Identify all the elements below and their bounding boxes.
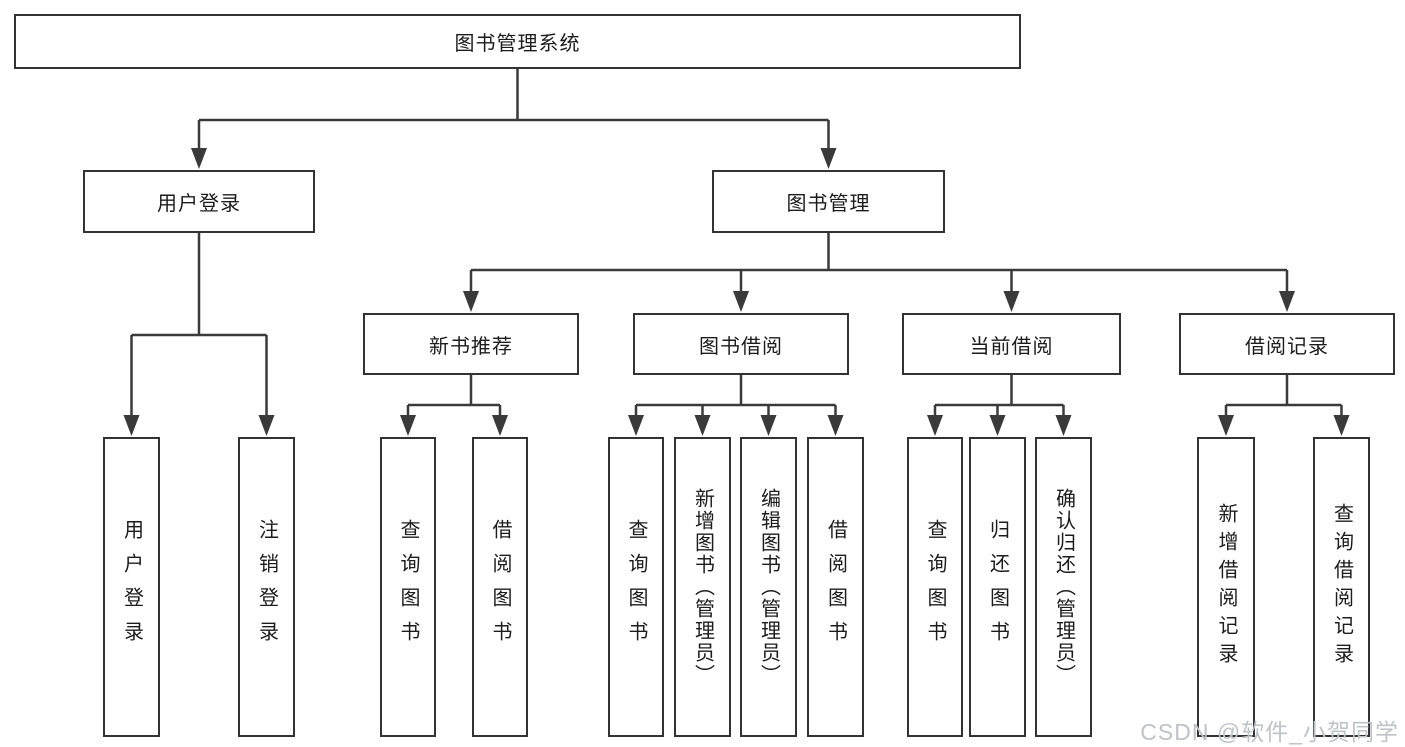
node-user-login-branch: 用户登录 <box>83 170 315 233</box>
node-leaf-edit-book-admin: 编辑图书（管理员） <box>740 437 797 737</box>
node-leaf-query-books-recommend: 查询图书 <box>380 437 436 737</box>
node-leaf-borrow-books-recommend: 借阅图书 <box>472 437 528 737</box>
node-book-management-branch: 图书管理 <box>712 170 945 233</box>
node-leaf-logout: 注销登录 <box>238 437 295 737</box>
node-leaf-query-books-borrowing: 查询图书 <box>608 437 664 737</box>
node-current-borrowing: 当前借阅 <box>902 313 1121 375</box>
node-new-book-recommendation: 新书推荐 <box>363 313 579 375</box>
node-book-management-system: 图书管理系统 <box>14 14 1021 69</box>
node-leaf-add-borrow-record: 新增借阅记录 <box>1197 437 1255 737</box>
node-leaf-query-books-current: 查询图书 <box>907 437 963 737</box>
node-leaf-user-login: 用户登录 <box>103 437 160 737</box>
node-leaf-return-book: 归还图书 <box>969 437 1026 737</box>
watermark-text: CSDN @软件_小贺同学 <box>1140 719 1399 745</box>
node-book-borrowing: 图书借阅 <box>633 313 849 375</box>
node-leaf-add-book-admin: 新增图书（管理员） <box>674 437 731 737</box>
node-leaf-query-borrow-record: 查询借阅记录 <box>1313 437 1370 737</box>
node-borrowing-records: 借阅记录 <box>1179 313 1395 375</box>
node-leaf-borrow-books-borrowing: 借阅图书 <box>807 437 864 737</box>
node-leaf-confirm-return-admin: 确认归还（管理员） <box>1035 437 1092 737</box>
